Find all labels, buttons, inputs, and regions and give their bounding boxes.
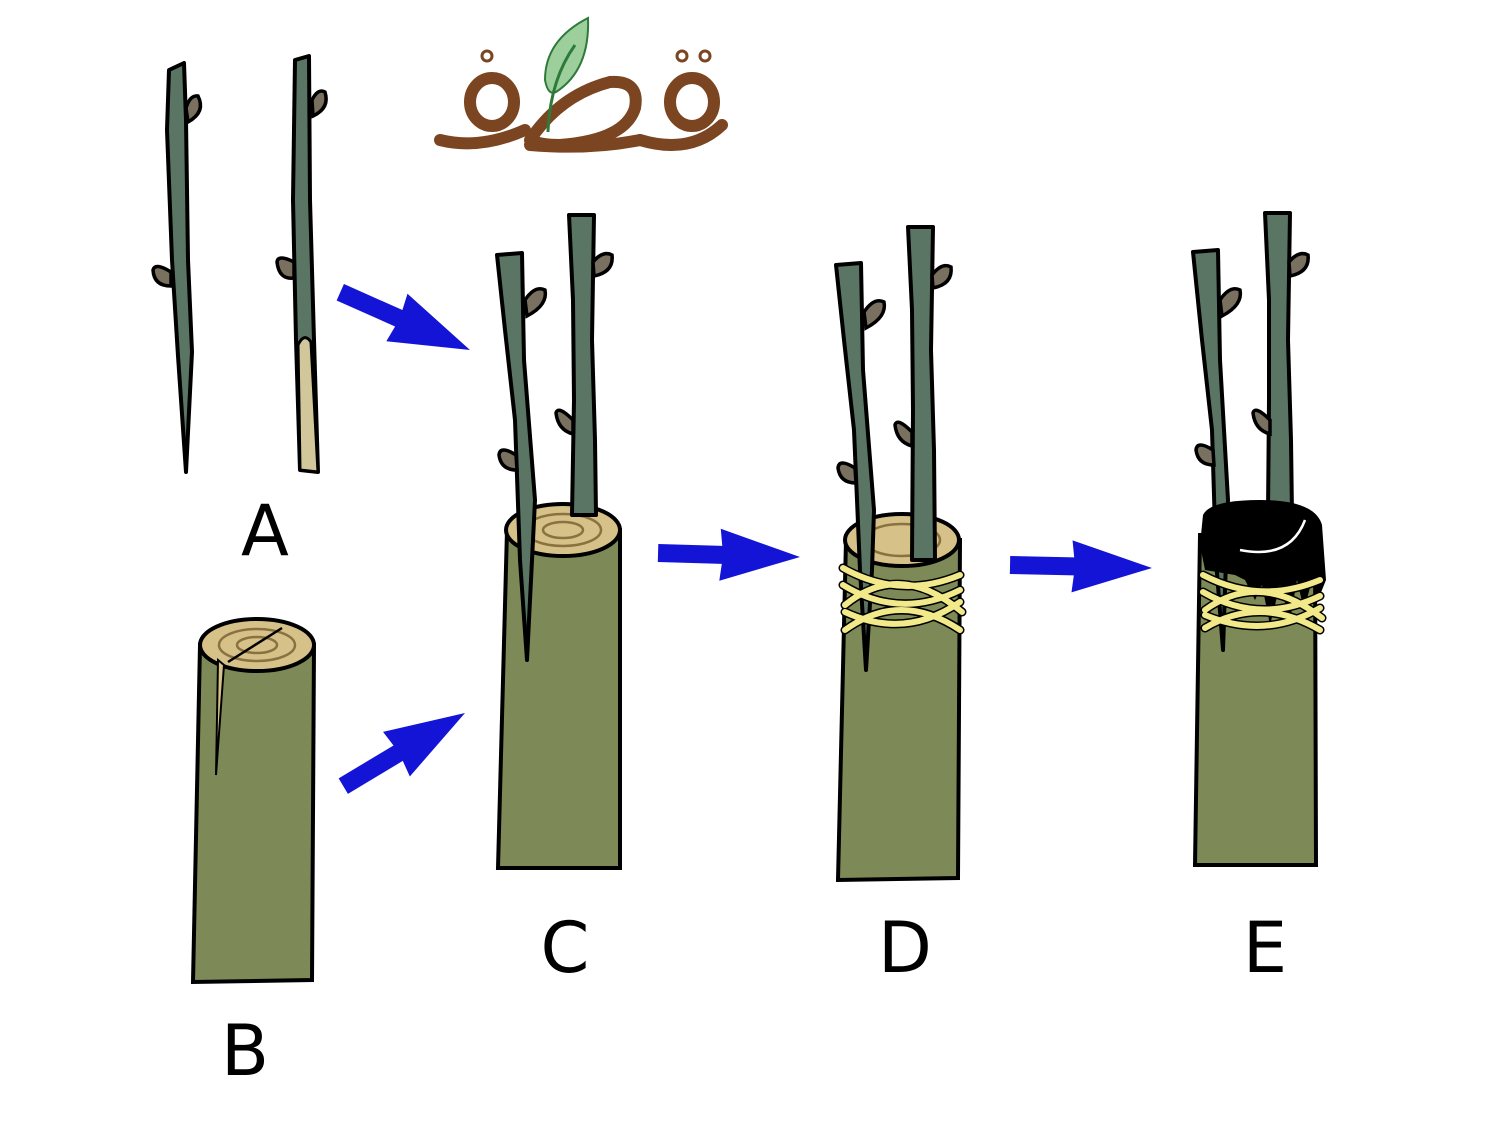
label-b: B <box>221 1010 269 1092</box>
twine-binding <box>838 563 967 635</box>
label-d: D <box>878 907 932 989</box>
scion-a-uncut <box>151 61 203 474</box>
arrow-c-to-d <box>657 527 801 583</box>
logo <box>434 16 728 153</box>
graft-d <box>834 225 967 883</box>
label-a: A <box>241 490 289 572</box>
arrow-a-to-c <box>329 268 481 374</box>
grafting-sealant <box>1200 500 1326 625</box>
twine-binding <box>1198 570 1327 635</box>
scion-a-cut <box>275 54 328 474</box>
label-e: E <box>1243 907 1287 989</box>
graft-e <box>1191 211 1327 867</box>
arrow-d-to-e <box>1009 539 1153 594</box>
graft-c <box>495 213 622 870</box>
label-c: C <box>541 907 590 989</box>
arrow-b-to-c <box>329 690 479 809</box>
rootstock-b <box>190 617 317 985</box>
